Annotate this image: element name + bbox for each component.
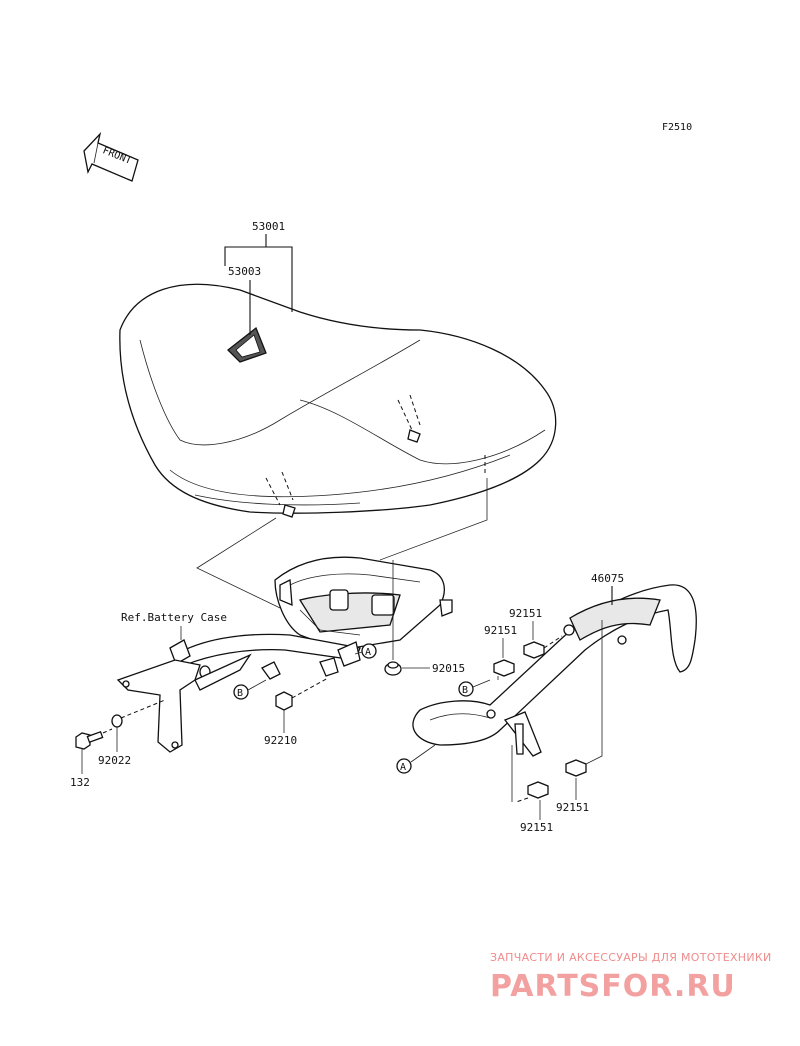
part-label-53001: 53001 [252,220,285,233]
seat-bracket-drawing [116,556,453,753]
part-label-92015: 92015 [432,662,465,675]
part-label-92151-c: 92151 [556,801,589,814]
watermark-logo: PARTSFOR.RU [490,969,736,1004]
callout-b-left: B [237,688,243,699]
watermark-tagline: ЗАПЧАСТИ И АКСЕССУАРЫ ДЛЯ МОТОТЕХНИКИ [490,951,772,964]
callout-a-lower: A [400,762,406,773]
callout-a-upper: A [365,647,371,658]
diagram-code: F2510 [662,122,692,133]
grab-rail-drawing [412,584,697,757]
seat-drawing [119,283,557,518]
front-arrow-icon: FRONT [83,131,139,182]
part-label-132: 132 [70,776,90,789]
reference-label: Ref.Battery Case [121,611,227,624]
part-label-92151-a: 92151 [509,607,542,620]
part-label-53003: 53003 [228,265,261,278]
part-label-92151-d: 92151 [520,821,553,834]
part-label-92151-b: 92151 [484,624,517,637]
callout-b-right: B [462,685,468,696]
part-label-46075: 46075 [591,572,624,585]
part-label-92022: 92022 [98,754,131,767]
part-label-92210: 92210 [264,734,297,747]
